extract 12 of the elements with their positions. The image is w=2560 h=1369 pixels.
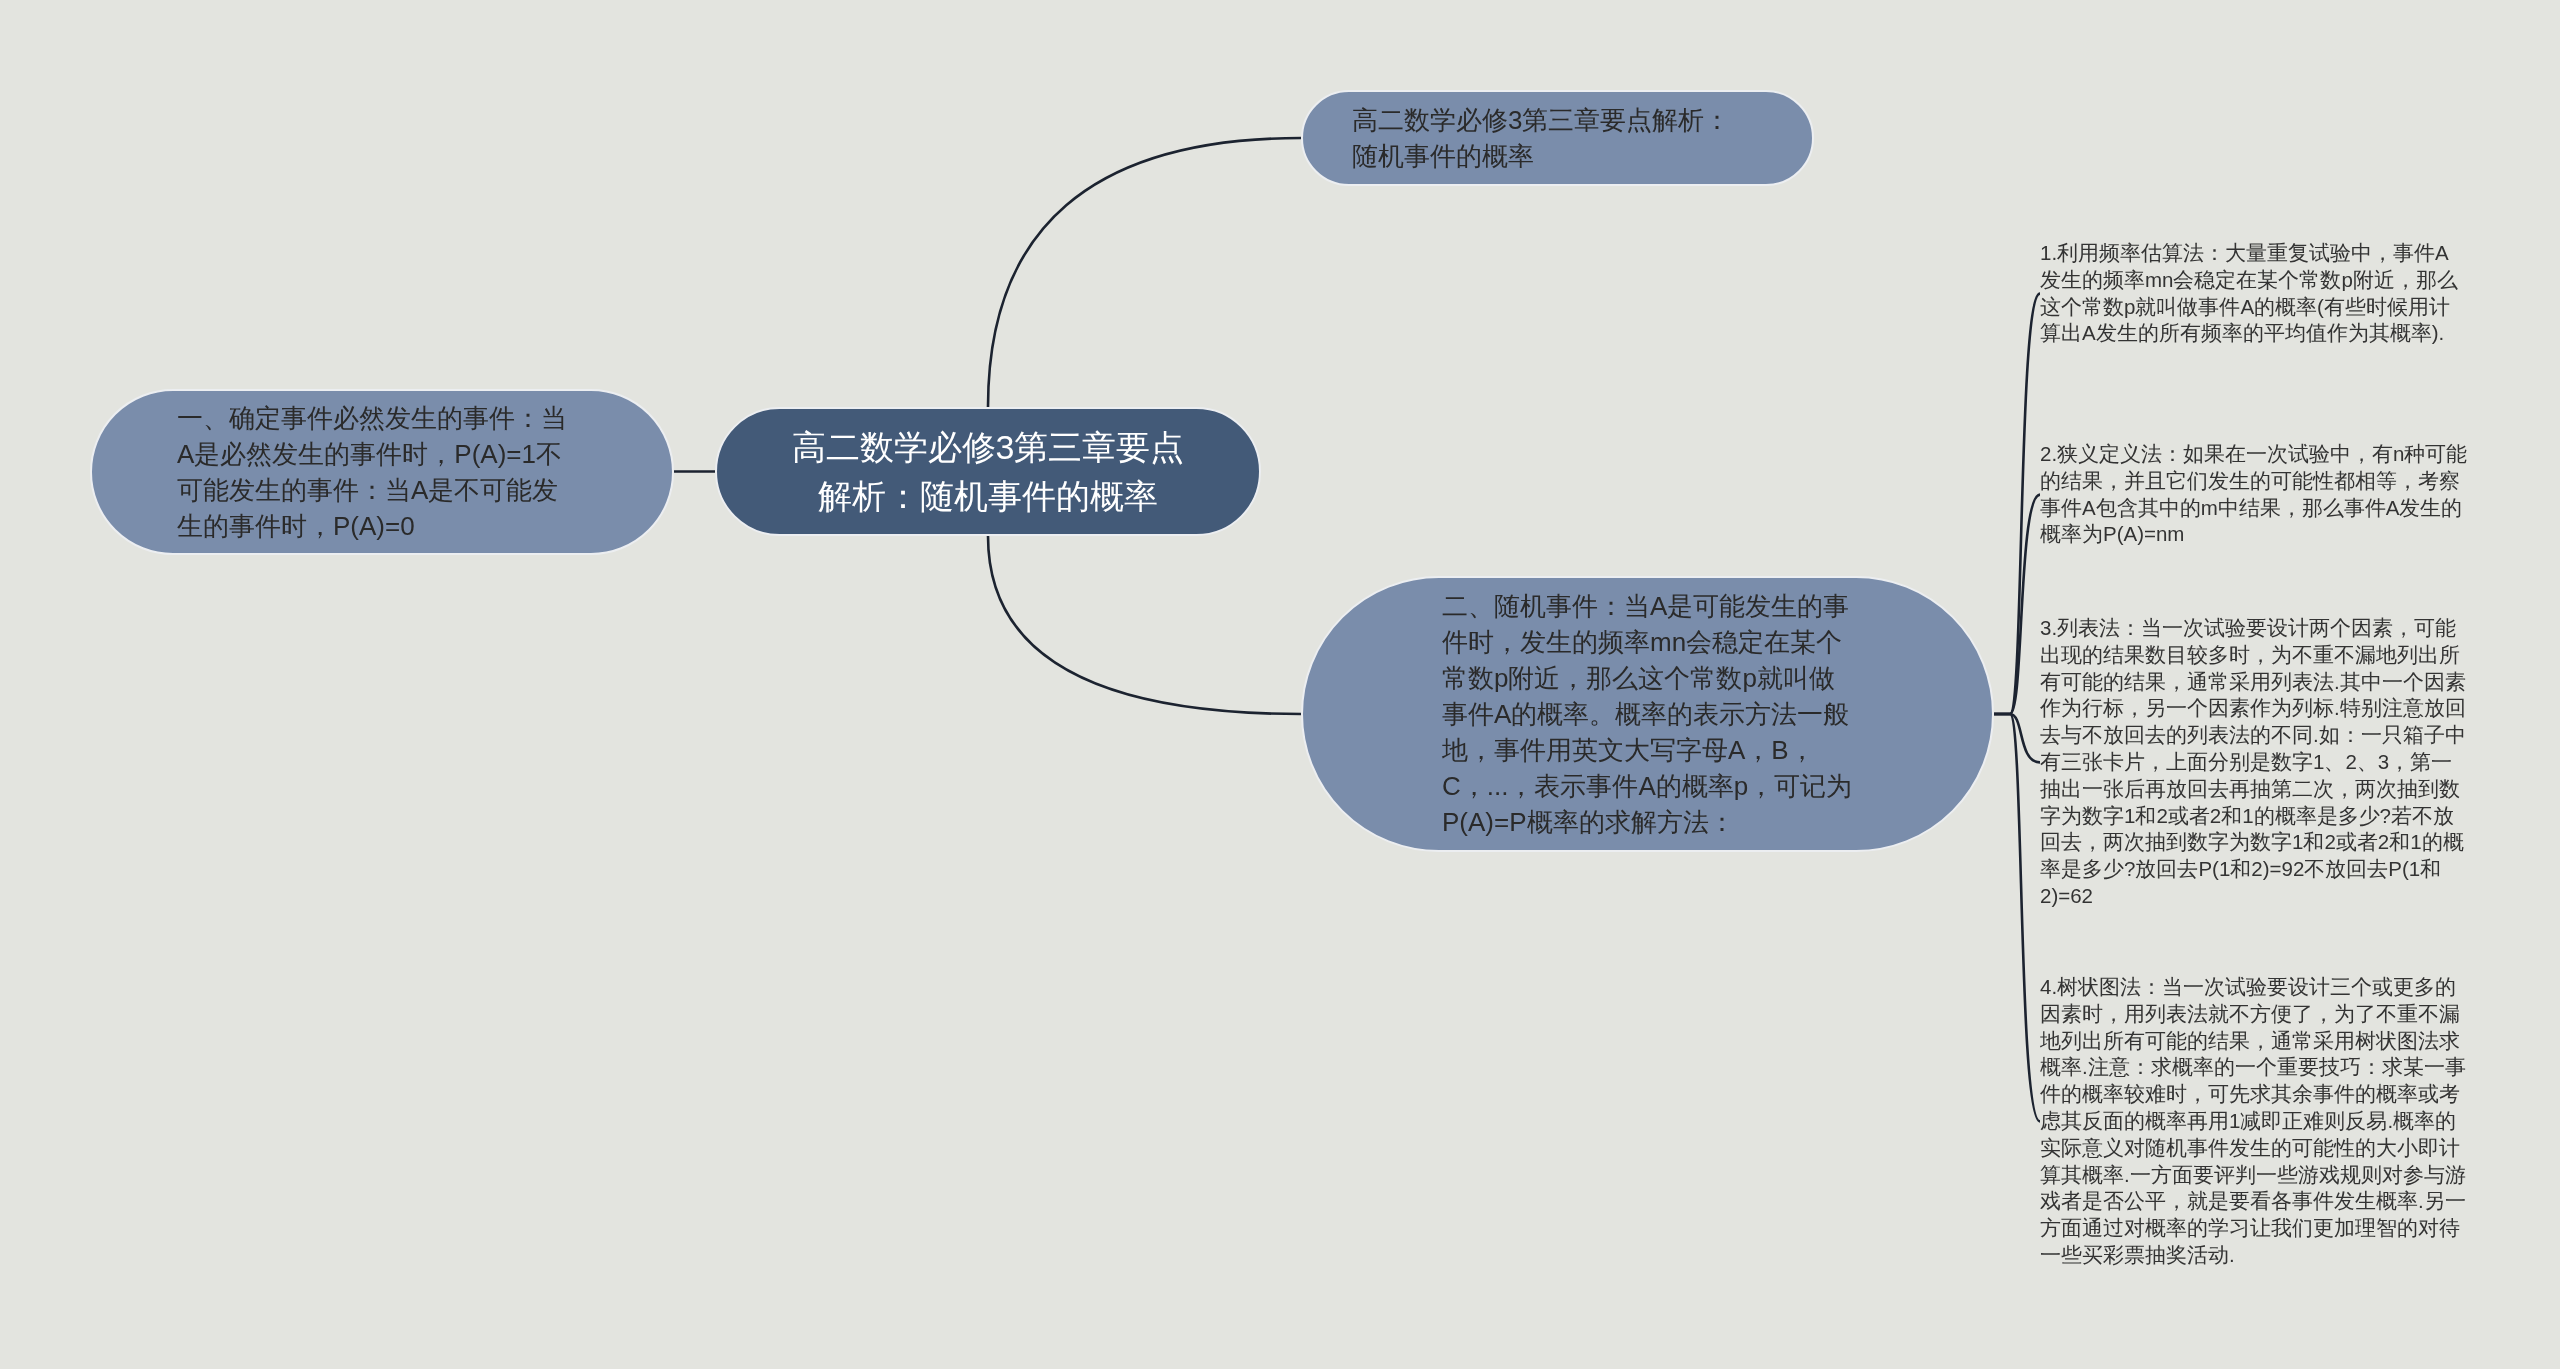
- note-text: 1.利用频率估算法：大量重复试验中，事件A发生的频率mn会稳定在某个常数p附近，那么这个常数p就叫做事件A的概率(有些时候用计算出A发生的所有频率的平均值作为其概率).: [2040, 240, 2468, 348]
- topic-bubble: 一、确定事件必然发生的事件：当A是必然发生的事件时，P(A)=1不可能发生的事件：当A是不可能发生的事件时，P(A)=0: [90, 389, 674, 555]
- note-text: 2.狭义定义法：如果在一次试验中，有n种可能的结果，并且它们发生的可能性都相等，考察事件A包含其中的m中结果，那么事件A发生的概率为P(A)=nm: [2040, 441, 2468, 549]
- connector-line: [986, 136, 1302, 408]
- note-text: 3.列表法：当一次试验要设计两个因素，可能出现的结果数目较多时，为不重不漏地列出所有可能的结果，通常采用列表法.其中一个因素作为行标，另一个因素作为列标.特别注意放回去与不放回去的列表法的不同.如：一只箱子中有三张卡片，上面分别是数字1、2、3，第一抽出一张后再放回去再抽第二次，两次抽到数字为数字1和2或者2和1的概率是多少?若不放回去，两次抽到数字为数字1和2或者2和1的概率是多少?放回去P(1和2)=92不放回去P(1和2)=62: [2040, 615, 2468, 910]
- topic-bubble: 二、随机事件：当A是可能发生的事件时，发生的频率mn会稳定在某个常数p附近，那么这个常数p就叫做事件A的概率。概率的表示方法一般地，事件用英文大写字母A，B，C，...，表示事件A的概率p，可记为P(A)=P概率的求解方法：: [1301, 576, 1994, 852]
- connector-line: [1994, 712, 2042, 1123]
- connector-line: [674, 470, 715, 473]
- central-topic-bubble: 高二数学必修3第三章要点解析：随机事件的概率: [715, 407, 1261, 536]
- note-text: 4.树状图法：当一次试验要设计三个或更多的因素时，用列表法就不方便了，为了不重不漏地列出所有可能的结果，通常采用树状图法求概率.注意：求概率的一个重要技巧：求某一事件的概率较难时，可先求其余事件的概率或考虑其反面的概率再用1减即正难则反易.概率的实际意义对随机事件发生的可能性的大小即计算其概率.一方面要评判一些游戏规则对参与游戏者是否公平，就是要看各事件发生概率.另一方面通过对概率的学习让我们更加理智的对待一些买彩票抽奖活动.: [2040, 974, 2468, 1269]
- topic-bubble: 高二数学必修3第三章要点解析：随机事件的概率: [1301, 90, 1814, 186]
- connector-line: [986, 535, 1302, 716]
